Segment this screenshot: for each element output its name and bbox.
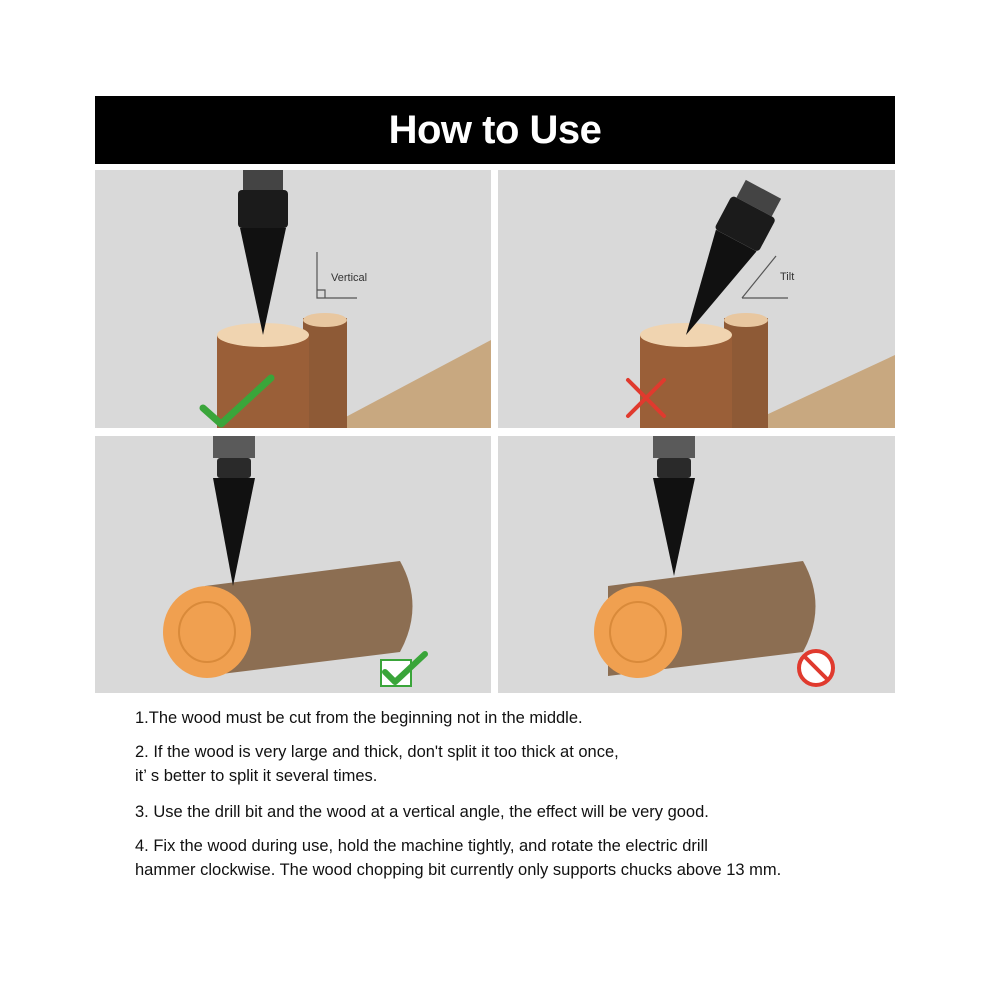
log-end — [594, 586, 682, 678]
prohibited-icon — [797, 649, 835, 687]
drill-chuck — [213, 436, 255, 458]
split-bit — [240, 228, 286, 335]
bit-collar — [715, 196, 775, 251]
split-bit — [686, 229, 757, 335]
drill-chuck — [243, 170, 283, 190]
floor-wood — [325, 340, 491, 428]
drill-chuck — [736, 179, 782, 217]
tilt-illustration: Tilt — [626, 179, 895, 428]
angle-label: Tilt — [780, 271, 794, 283]
panel-middle-split — [498, 436, 895, 693]
angle-icon — [316, 252, 357, 299]
panel-end-split — [95, 436, 491, 693]
split-bit — [653, 478, 695, 576]
bit-collar — [217, 458, 251, 478]
bit-collar — [657, 458, 691, 478]
cross-icon — [626, 378, 666, 418]
log-bark — [205, 561, 413, 676]
panel-tilt: Tilt — [498, 170, 895, 428]
floor-wood — [738, 355, 895, 428]
angle-icon — [741, 255, 788, 299]
end-split-illustration — [163, 436, 428, 687]
log — [640, 335, 732, 428]
vertical-illustration: Vertical — [199, 170, 491, 428]
back-log — [303, 318, 347, 428]
bit-collar — [238, 190, 288, 228]
instruction-1: 1.The wood must be cut from the beginnin… — [135, 709, 583, 727]
middle-split-illustration — [594, 436, 835, 687]
instruction-2: 2. If the wood is very large and thick, … — [135, 743, 619, 785]
split-bit — [213, 478, 255, 586]
title-banner: How to Use — [95, 96, 895, 164]
drill-chuck — [653, 436, 695, 458]
page-title: How to Use — [388, 107, 602, 152]
instruction-4: 4. Fix the wood during use, hold the mac… — [135, 837, 782, 879]
instruction-3: 3. Use the drill bit and the wood at a v… — [135, 803, 709, 821]
check-icon — [199, 374, 275, 428]
angle-label: Vertical — [331, 272, 367, 284]
log-end — [163, 586, 251, 678]
panel-vertical: Vertical — [95, 170, 491, 428]
check-box-icon — [380, 651, 428, 687]
